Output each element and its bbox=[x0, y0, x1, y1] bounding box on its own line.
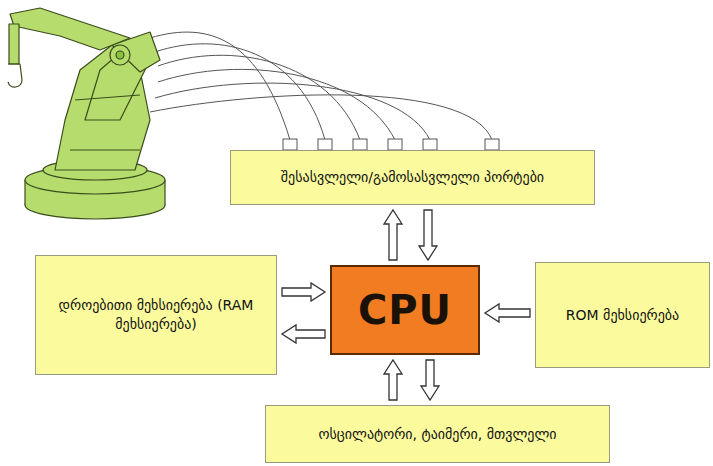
block-arrow bbox=[419, 210, 437, 260]
rom-box: ROM მეხსიერება bbox=[535, 262, 710, 368]
oscillator-box: ოსცილატორი, ტაიმერი, მთვლელი bbox=[265, 405, 610, 463]
box-label: დროებითი მეხსიერება (RAM მეხსიერება) bbox=[46, 296, 266, 334]
box-label: ოსცილატორი, ტაიმერი, მთვლელი bbox=[318, 425, 556, 444]
block-arrow bbox=[384, 360, 402, 400]
port-squares bbox=[283, 139, 499, 150]
cpu-box: CPU bbox=[330, 265, 480, 355]
wires bbox=[150, 32, 492, 140]
block-arrow bbox=[421, 360, 439, 400]
ram-box: დროებითი მეხსიერება (RAM მეხსიერება) bbox=[35, 255, 277, 375]
io-ports-box: შესასვლელი/გამოსასვლელი პორტები bbox=[230, 150, 595, 205]
box-label: შესასვლელი/გამოსასვლელი პორტები bbox=[281, 168, 544, 187]
block-arrow bbox=[282, 283, 325, 301]
box-label: ROM მეხსიერება bbox=[566, 306, 679, 325]
box-label: CPU bbox=[358, 283, 452, 337]
robot-arm bbox=[8, 8, 165, 219]
block-arrow bbox=[384, 210, 402, 260]
block-arrow bbox=[282, 325, 325, 343]
block-arrow bbox=[485, 304, 530, 322]
